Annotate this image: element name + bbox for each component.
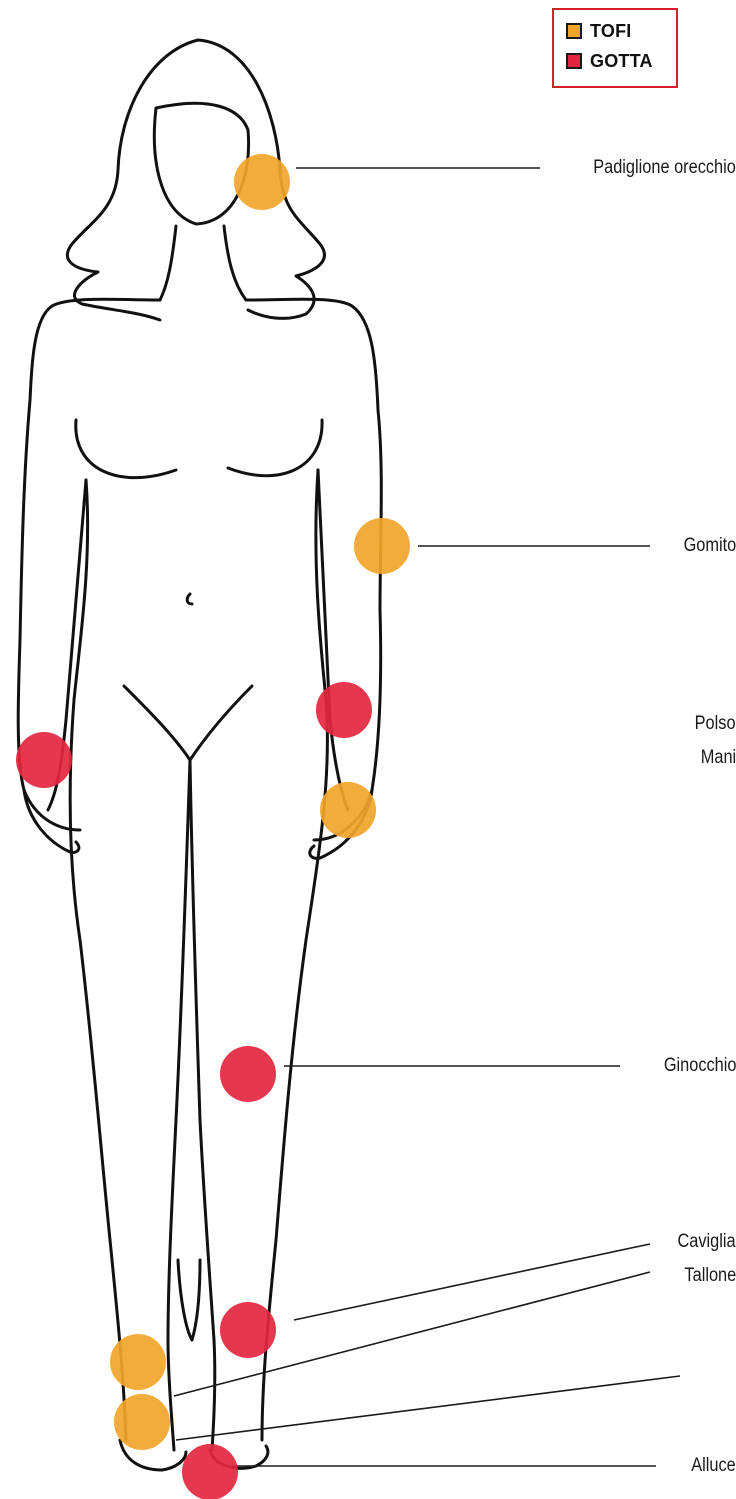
- marker-ankle-left-tofi: [110, 1334, 166, 1390]
- legend-label-gotta: GOTTA: [590, 51, 653, 72]
- leader-lines: [174, 168, 680, 1466]
- label-ear: Padiglione orecchio: [593, 158, 736, 177]
- marker-big-toe-gotta: [182, 1444, 238, 1499]
- inner-leg-right: [190, 760, 215, 1450]
- breast-left: [76, 420, 176, 478]
- hip-left: [70, 480, 126, 1440]
- legend-item-gotta: GOTTA: [566, 49, 653, 73]
- legend-label-tofi: TOFI: [590, 21, 631, 42]
- legend: TOFI GOTTA: [552, 8, 678, 88]
- leader-unlabeled: [176, 1376, 680, 1440]
- marker-ankle-gotta: [220, 1302, 276, 1358]
- label-heel: Tallone: [684, 1266, 736, 1285]
- legend-item-tofi: TOFI: [566, 19, 631, 43]
- marker-wrist-gotta: [316, 682, 372, 738]
- shin-gap: [178, 1260, 200, 1340]
- label-big-toe: Alluce: [691, 1456, 736, 1475]
- hip-right: [262, 470, 327, 1440]
- label-elbow: Gomito: [683, 536, 736, 555]
- label-ankle: Caviglia: [678, 1232, 736, 1251]
- inner-arm-right: [318, 470, 348, 810]
- marker-ear-tofi: [234, 154, 290, 210]
- groin: [124, 686, 252, 760]
- neck-outline: [160, 226, 246, 300]
- inner-leg-left: [168, 760, 190, 1450]
- legend-swatch-tofi: [566, 23, 582, 39]
- label-hands: Mani: [701, 748, 736, 767]
- female-body-outline: [18, 40, 381, 1470]
- breast-right: [228, 420, 322, 476]
- markers: [16, 154, 410, 1499]
- marker-knee-gotta: [220, 1046, 276, 1102]
- navel: [187, 594, 192, 604]
- legend-swatch-gotta: [566, 53, 582, 69]
- marker-hand-right-tofi: [320, 782, 376, 838]
- marker-elbow-tofi: [354, 518, 410, 574]
- label-wrist: Polso: [695, 714, 736, 733]
- face-outline: [154, 103, 248, 224]
- torso-right: [246, 299, 381, 840]
- marker-heel-tofi: [114, 1394, 170, 1450]
- label-knee: Ginocchio: [663, 1056, 736, 1075]
- marker-hand-left-gotta: [16, 732, 72, 788]
- leader-ankle: [294, 1244, 650, 1320]
